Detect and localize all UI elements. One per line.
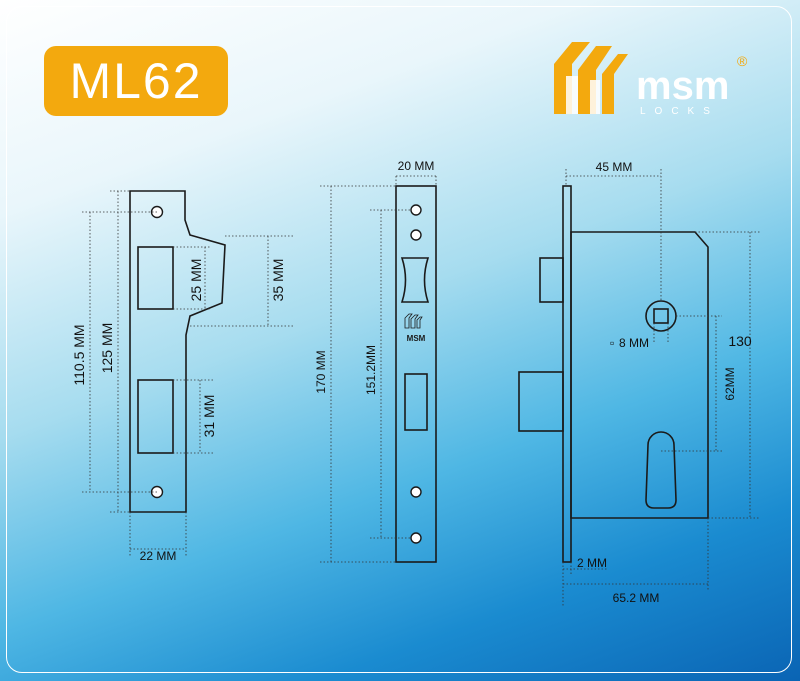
dim-8: 8 MM — [619, 336, 649, 350]
dim-170: 170 MM — [314, 350, 328, 393]
screw-hole — [410, 532, 422, 544]
latch-bolt — [400, 257, 430, 303]
model-badge: ML62 — [44, 46, 228, 116]
dim-151-2: 151.2MM — [364, 345, 378, 395]
dim-22: 22 MM — [140, 549, 177, 563]
faceplate: MSM 20 MM 170 MM 151.2MM — [314, 159, 437, 563]
spindle-hub — [645, 300, 677, 332]
dim-45: 45 MM — [596, 160, 633, 174]
dim-110-5: 110.5 MM — [71, 324, 87, 385]
screw-hole — [410, 486, 422, 498]
deadbolt-side — [518, 371, 564, 432]
spindle-square — [653, 308, 669, 324]
dim-62: 62MM — [723, 367, 737, 400]
bolt-opening — [137, 379, 174, 454]
frame-border — [6, 6, 792, 673]
lock-body: 45 MM 130 ▫ 8 MM 62MM 2 MM 65.2 MM — [518, 160, 760, 607]
brand-logo: msm LOCKS ® — [554, 42, 748, 117]
body-faceplate — [562, 185, 572, 563]
brand-name: msm — [636, 64, 729, 108]
msm-logo-icon — [554, 42, 628, 114]
faceplate-logo-icon — [404, 313, 423, 329]
dim-125: 125 MM — [99, 323, 115, 374]
screw-hole — [410, 229, 422, 241]
dim-20: 20 MM — [398, 159, 435, 173]
strike-plate: 125 MM 110.5 MM 25 MM 35 MM 31 MM 22 MM — [71, 190, 293, 563]
deadbolt-opening — [404, 373, 428, 431]
cylinder-cutout — [645, 431, 677, 509]
dim-2: 2 MM — [577, 556, 607, 570]
dim-31: 31 MM — [201, 395, 217, 438]
dim-130: 130 — [728, 333, 752, 349]
faceplate-logo-text: MSM — [407, 334, 426, 343]
latch-bolt-side — [539, 257, 564, 303]
model-title: ML62 — [69, 53, 203, 109]
brand-sub: LOCKS — [640, 106, 719, 117]
registered-mark: ® — [737, 53, 748, 69]
latch-opening — [137, 246, 174, 310]
dim-65-2: 65.2 MM — [613, 591, 660, 605]
spindle-square-icon: ▫ — [610, 336, 614, 350]
dim-25: 25 MM — [188, 259, 204, 302]
screw-hole — [410, 204, 422, 216]
body-case — [570, 231, 709, 519]
dim-35: 35 MM — [270, 259, 286, 302]
